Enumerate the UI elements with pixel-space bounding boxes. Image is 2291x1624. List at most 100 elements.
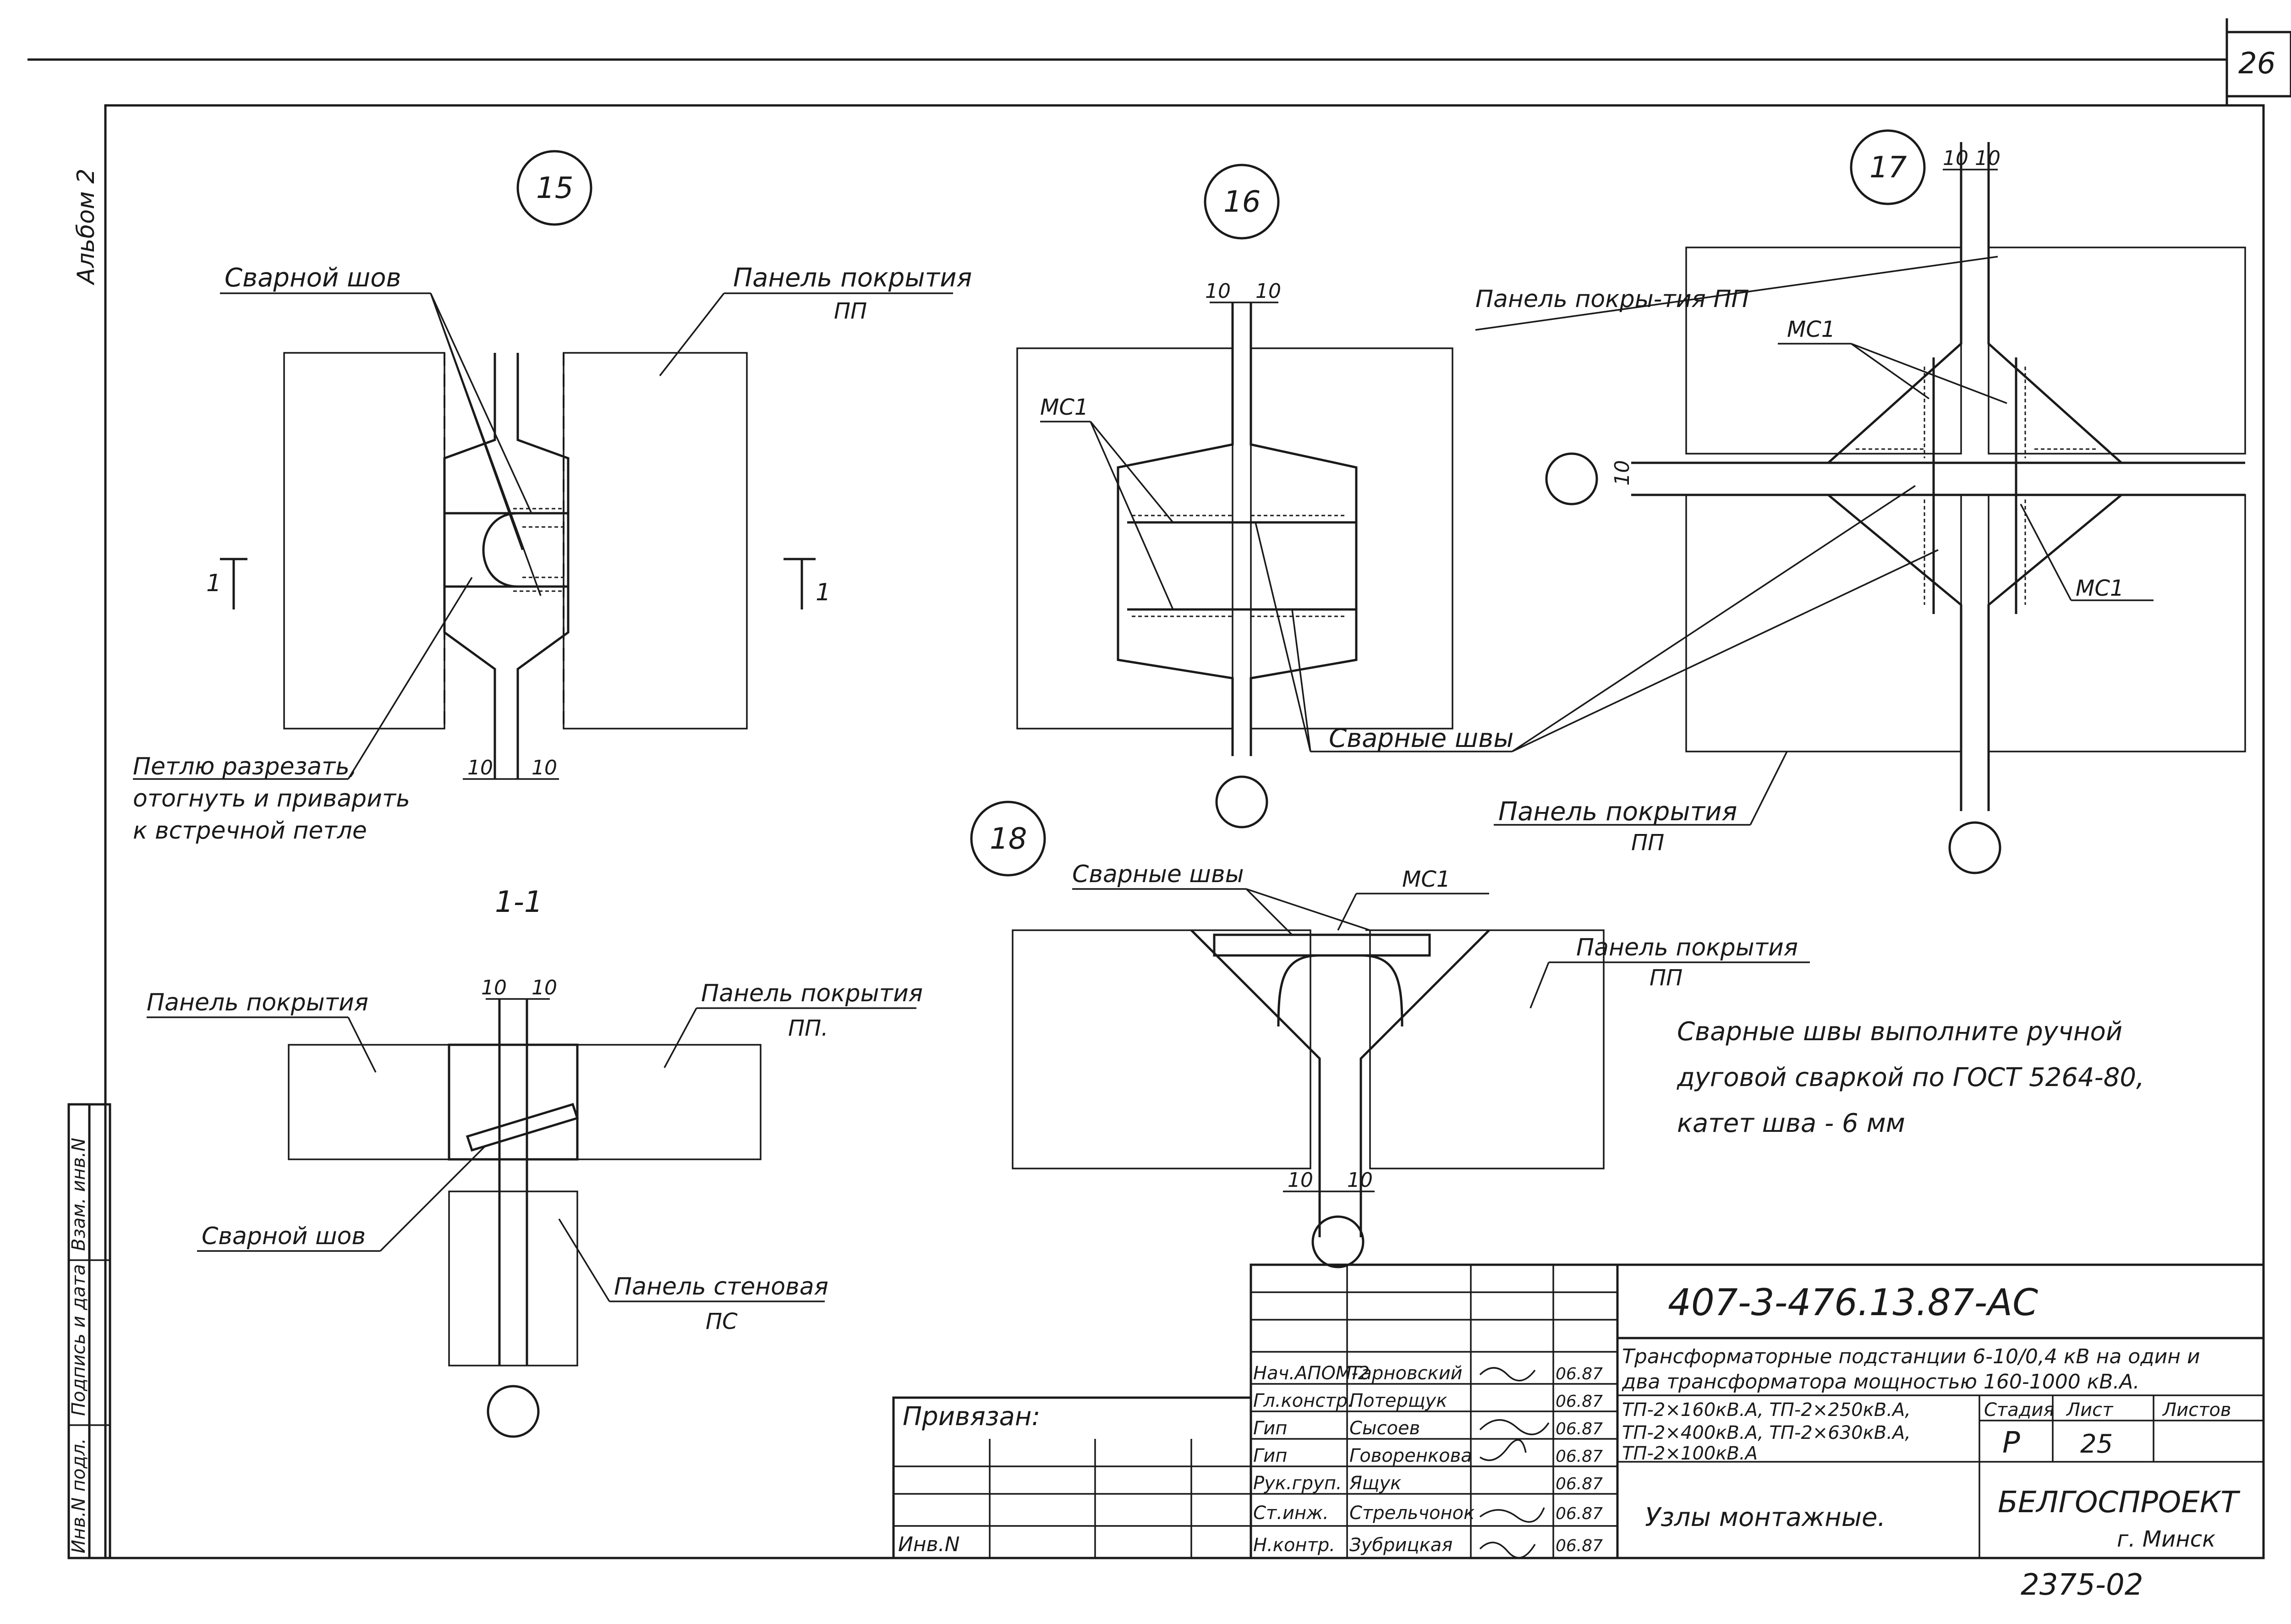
- sig-role-0: Нач.АПОМ-2: [1253, 1363, 1370, 1384]
- node-17-circle: [1850, 129, 1926, 205]
- stamp-inv-original: Инв.N подл.: [68, 1438, 89, 1553]
- welds-label-16: Сварные швы: [1329, 724, 1514, 753]
- roof-panel-label-17: Панель покры-тия ПП: [1475, 285, 1749, 313]
- title-block: Привязан: Инв.N Нач.АПОМ-2 Тарновский 06…: [892, 1263, 2265, 1602]
- roof-panel-type-s-right: ПП.: [788, 1015, 828, 1041]
- sig-role-3: Гип: [1253, 1445, 1287, 1466]
- section-title: 1-1: [495, 885, 543, 919]
- sig-date-6: 06.87: [1556, 1536, 1603, 1555]
- sig-name-6: Зубрицкая: [1349, 1535, 1452, 1556]
- welding-note: Сварные швы выполните ручной дуговой сва…: [1677, 1017, 2144, 1138]
- side-stamp: Инв.N подл. Подпись и дата Взам. инв.N: [67, 1103, 111, 1559]
- sig-date-1: 06.87: [1556, 1392, 1603, 1411]
- dim-10-right-15: 10: [532, 756, 557, 779]
- mc1-label-18: МС1: [1402, 867, 1450, 892]
- stamp-signature-date: Подпись и дата: [68, 1264, 89, 1416]
- sig-role-6: Н.контр.: [1253, 1535, 1335, 1556]
- stage-label: Стадия: [1984, 1399, 2054, 1421]
- dim-10-right-17: 10: [1975, 147, 2001, 170]
- sig-name-2: Сысоев: [1349, 1418, 1420, 1439]
- note-line-3: катет шва - 6 мм: [1677, 1108, 1905, 1138]
- sig-role-1: Гл.констр.: [1253, 1390, 1354, 1411]
- sig-role-2: Гип: [1253, 1418, 1287, 1439]
- axis-marker-s: [487, 1385, 540, 1438]
- stamp-replaced-inv: Взам. инв.N: [68, 1138, 89, 1251]
- dim-10-right-s: 10: [532, 976, 557, 999]
- roof-panel-label-18: Панель покрытия: [1576, 934, 1798, 961]
- roof-panel-label-15: Панель покрытия: [733, 263, 972, 293]
- mc1-label-17-top: МС1: [1787, 317, 1835, 342]
- axis-marker-17-bottom: [1948, 821, 2001, 874]
- roof-panel-type-17b: ПП: [1631, 830, 1664, 856]
- loop-note-2: отогнуть и приварить: [133, 785, 410, 812]
- loop-note-1: Петлю разрезать,: [133, 753, 357, 780]
- node-17: 17 10 10 10 Панель покры-тия ПП МС1 МС1 …: [1475, 129, 2246, 874]
- sig-name-0: Тарновский: [1349, 1363, 1463, 1384]
- weld-seam-label-s: Сварной шов: [202, 1223, 366, 1250]
- dim-10-left-16: 10: [1205, 280, 1231, 303]
- mc1-label-16: МС1: [1040, 395, 1088, 420]
- node-16: 16 10 10 МС1 Сварные швы: [1016, 164, 1514, 828]
- sig-date-4: 06.87: [1556, 1475, 1603, 1493]
- sig-role-5: Ст.инж.: [1253, 1503, 1329, 1524]
- album-label: Альбом 2: [72, 169, 100, 285]
- inv-label: Инв.N: [898, 1533, 960, 1556]
- sheets-label: Листов: [2162, 1399, 2231, 1421]
- dim-10-left-15: 10: [467, 756, 493, 779]
- node-15-number: 15: [536, 171, 573, 205]
- mc1-label-17-bottom: МС1: [2076, 576, 2124, 601]
- stage-value: Р: [2002, 1426, 2020, 1460]
- signature-rows: Нач.АПОМ-2 Тарновский 06.87 Гл.констр. П…: [1253, 1363, 1603, 1559]
- node-18-circle: [970, 801, 1046, 877]
- welds-label-18: Сварные швы: [1072, 861, 1244, 888]
- wall-panel-label: Панель стеновая: [614, 1273, 828, 1300]
- order-number: 2375-02: [2021, 1568, 2143, 1602]
- sig-name-4: Ящук: [1349, 1473, 1401, 1494]
- weld-seam-label-15: Сварной шов: [225, 263, 401, 293]
- node-17-number: 17: [1869, 151, 1907, 185]
- drawing-border: [104, 104, 2265, 1559]
- node-15-circle: [516, 150, 592, 226]
- sig-date-2: 06.87: [1556, 1420, 1603, 1438]
- axis-marker-17-left: [1545, 452, 1598, 505]
- sig-role-4: Рук.груп.: [1253, 1473, 1342, 1494]
- sig-name-5: Стрельчонок: [1349, 1503, 1474, 1524]
- section-1-1: 1-1 10 10 Панель покрытия Панель покрыти…: [147, 885, 923, 1438]
- organization: БЕЛГОСПРОЕКТ: [1998, 1486, 2241, 1520]
- roof-panel-label-s-right: Панель покрытия: [701, 980, 923, 1007]
- city: г. Минск: [2117, 1526, 2215, 1552]
- roof-panel-type-15: ПП: [834, 298, 867, 324]
- loop-note-3: к встречной петле: [133, 817, 367, 845]
- sig-date-0: 06.87: [1556, 1365, 1603, 1383]
- roof-panel-label-s-left: Панель покрытия: [147, 989, 368, 1016]
- note-line-2: дуговой сваркой по ГОСТ 5264-80,: [1677, 1063, 2144, 1092]
- variant-2: ТП-2×400кВ.А, ТП-2×630кВ.А,: [1622, 1422, 1911, 1443]
- page-number: 26: [2238, 47, 2275, 81]
- dim-10-left-s: 10: [481, 976, 507, 999]
- node-18-number: 18: [990, 822, 1027, 856]
- sig-date-3: 06.87: [1556, 1447, 1603, 1466]
- dim-10-vertical-17: 10: [1611, 460, 1634, 486]
- node-15: 15 Сварной шов Панель покрытия ПП Петлю …: [133, 150, 972, 845]
- handwritten-signatures: [1479, 1367, 1550, 1559]
- sig-name-3: Говоренкова: [1349, 1445, 1472, 1466]
- sheet-title: Узлы монтажные.: [1645, 1503, 1885, 1532]
- wall-panel-type: ПС: [706, 1309, 738, 1334]
- page-number-box: [2225, 31, 2291, 98]
- sheet-label: Лист: [2066, 1399, 2114, 1421]
- roof-panel-type-18: ПП: [1650, 965, 1683, 991]
- dim-10-left-18: 10: [1288, 1169, 1313, 1192]
- node-18: 18 Сварные швы МС1 Панель покрытия ПП 10…: [970, 801, 1810, 1268]
- bound-label: Привязан:: [903, 1402, 1040, 1432]
- note-line-1: Сварные швы выполните ручной: [1677, 1017, 2122, 1047]
- project-title-2: два трансформатора мощностью 160-1000 кВ…: [1622, 1370, 2140, 1394]
- sheet-value: 25: [2080, 1429, 2113, 1459]
- variant-3: ТП-2×100кВ.А: [1622, 1443, 1758, 1464]
- sig-name-1: Потерщук: [1349, 1390, 1447, 1411]
- document-code: 407-3-476.13.87-АС: [1668, 1281, 2038, 1324]
- node-16-number: 16: [1223, 185, 1261, 219]
- dim-10-right-16: 10: [1255, 280, 1281, 303]
- axis-marker-18: [1311, 1215, 1365, 1268]
- node-16-circle: [1204, 164, 1280, 240]
